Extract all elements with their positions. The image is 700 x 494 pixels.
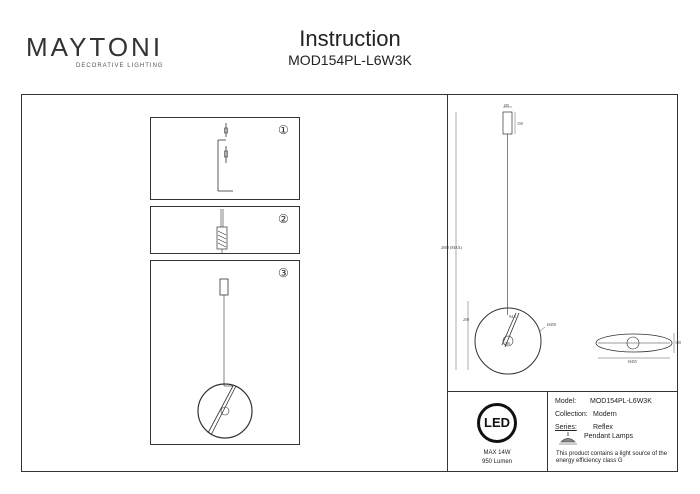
step-3-number: ③ [278,266,289,280]
step-1-panel: ① [150,117,300,200]
model-label: Model: [555,398,577,405]
pendant-lamp-icon [559,432,577,445]
type-value: Pendant Lamps [584,433,634,440]
model-value: MOD154PL-L6W3K [590,398,652,405]
frame-divider-vertical [447,94,448,472]
step-3-panel: ③ [150,260,300,445]
energy-line-1: This product contains a light source of … [556,451,668,457]
brand-logo: MAYTONI [26,32,164,62]
collection-value: Modern [593,411,617,418]
series-label: Series: [555,424,577,431]
spec-divider [547,391,548,472]
dim-canopy-width: Ø5 [504,103,509,108]
series-value: Reflex [593,424,613,431]
model-code: MOD154PL-L6W3K [288,52,412,68]
instruction-frame [21,94,678,472]
step-1-number: ① [278,123,289,137]
dim-disc-height: 250 [463,317,469,322]
step-2-number: ② [278,212,289,226]
step-2-panel: ② [150,206,300,254]
dim-center: 180 [504,341,510,346]
energy-line-2: energy efficiency class G [556,458,623,464]
dim-ring: 94.5 [509,314,516,319]
dim-top-width: Ø455 [628,359,637,364]
dimension-drawing [455,106,675,375]
step-1-drawing [217,123,233,192]
brand-subtitle: DECORATIVE LIGHTING [76,63,164,69]
dim-total-height: 2000 (MAX) [441,245,462,250]
dim-top-height: 120 [675,340,681,345]
dim-canopy-height: 150 [517,121,523,126]
page-title: Instruction [299,26,401,51]
collection-label: Collection: [555,411,588,418]
step-3-drawing [197,278,253,439]
led-max-power: MAX 14W [483,450,511,456]
led-badge-label: LED [484,415,510,430]
step-2-drawing [216,209,228,254]
led-badge-icon: LED [477,403,517,443]
dim-disc-diameter: Ø450 [547,322,556,327]
led-lumen: 950 Lumen [481,459,513,465]
frame-divider-horizontal [447,391,678,392]
